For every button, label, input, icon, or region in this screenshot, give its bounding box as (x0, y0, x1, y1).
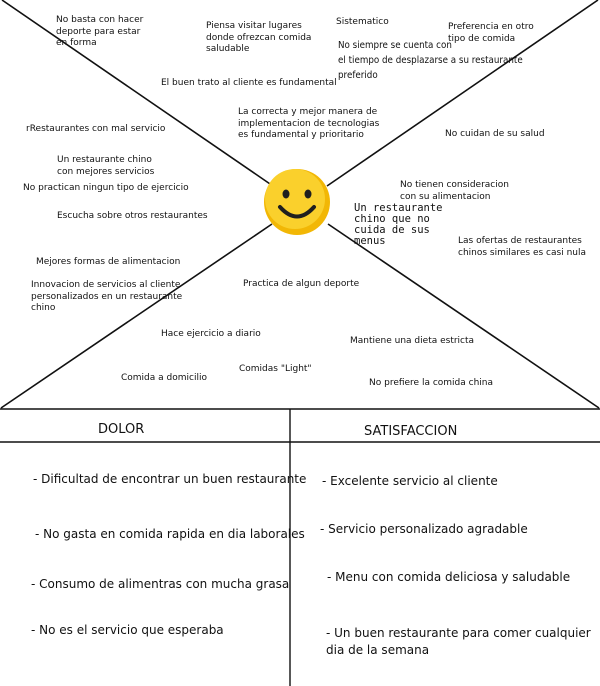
note-preferencia: Preferencia en otro tipo de comida (448, 22, 534, 44)
diagonal-top-left (1, 0, 274, 187)
note-buen-trato: El buen trato al cliente es fundamental (161, 78, 337, 88)
note-no-practican: No practican ningun tipo de ejercicio (23, 183, 189, 193)
satisfaccion-header: SATISFACCION (364, 424, 458, 439)
note-practica-deporte: Practica de algun deporte (243, 279, 360, 289)
note-no-basta: No basta con hacer deporte para estar en… (56, 15, 144, 48)
note-comidas-light: Comidas "Light" (239, 364, 312, 374)
note-restaurantes-mal: rRestaurantes con mal servicio (26, 124, 166, 134)
note-mejores-formas: Mejores formas de alimentacion (36, 257, 181, 267)
note-hace-ejercicio: Hace ejercicio a diario (161, 329, 261, 339)
satisfaccion-item-3: - Menu con comida deliciosa y saludable (327, 570, 571, 584)
satisfaccion-item-1: - Excelente servicio al cliente (322, 474, 498, 488)
dolor-item-2: - No gasta en comida rapida en dia labor… (35, 527, 305, 541)
note-piensa-visitar: Piensa visitar lugares donde ofrezcan co… (206, 21, 312, 54)
diagonal-bottom-left (0, 223, 273, 409)
note-no-prefiere: No prefiere la comida china (369, 378, 494, 388)
note-no-consideracion: No tienen consideracion con su alimentac… (400, 180, 509, 202)
satisfaccion-item-2: - Servicio personalizado agradable (320, 522, 528, 536)
note-correcta-manera: La correcta y mejor manera de implementa… (238, 107, 380, 140)
dolor-item-1: - Dificultad de encontrar un buen restau… (33, 472, 307, 486)
dolor-header: DOLOR (98, 422, 145, 437)
note-chino-no-cuida: Un restaurante chino que no cuida de sus… (354, 202, 443, 247)
note-ofertas: Las ofertas de restaurantes chinos simil… (458, 236, 586, 258)
note-sistematico: Sistematico (336, 17, 389, 27)
note-escucha: Escucha sobre otros restaurantes (57, 211, 208, 221)
note-comida-domicilio: Comida a domicilio (121, 373, 207, 383)
note-no-siempre: No siempre se cuenta con el tiempo de de… (338, 40, 523, 81)
diagonal-top-right (326, 0, 599, 187)
diagonal-bottom-right (327, 223, 600, 409)
satisfaccion-item-4: - Un buen restaurante para comer cualqui… (326, 626, 591, 657)
smiling-face-icon (264, 169, 330, 235)
dolor-item-3: - Consumo de alimentras con mucha grasa (31, 577, 290, 591)
note-dieta-estricta: Mantiene una dieta estricta (350, 336, 475, 346)
note-no-cuidan: No cuidan de su salud (445, 129, 545, 139)
note-chino-mejores: Un restaurante chino con mejores servici… (57, 155, 155, 177)
dolor-item-4: - No es el servicio que esperaba (31, 623, 224, 637)
note-innovacion: Innovacion de servicios al cliente perso… (31, 280, 183, 313)
